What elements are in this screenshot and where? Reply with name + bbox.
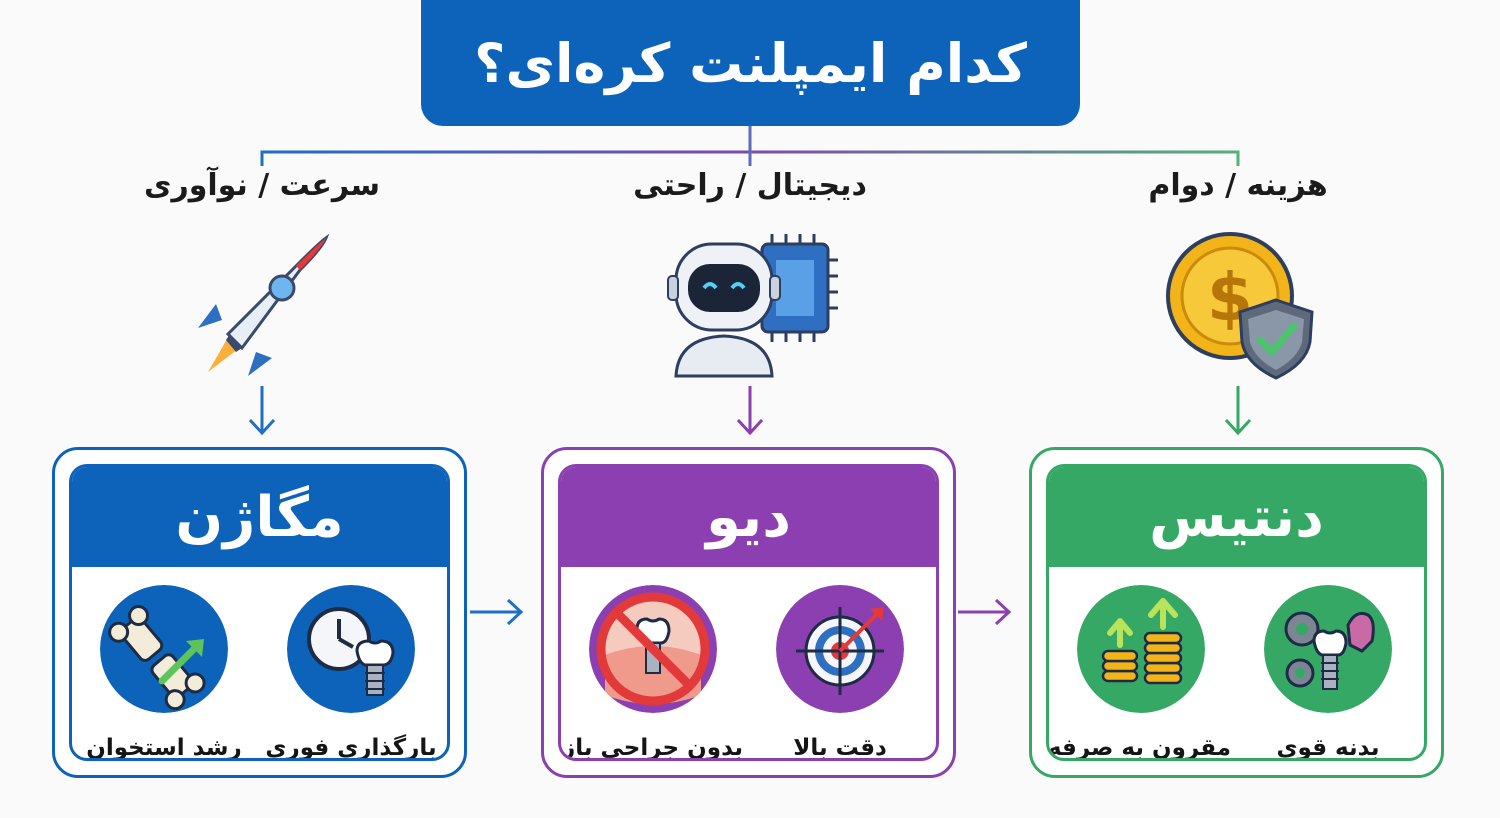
robot-chip-icon (667, 234, 838, 378)
feature-label: دقت بالا (793, 735, 887, 761)
side-arrow-2 (958, 598, 1012, 626)
feature-cost-effective: مقرون به صرفه (1047, 585, 1231, 761)
no-surgery-icon (589, 585, 717, 713)
down-arrow-dentis (1224, 386, 1252, 436)
down-arrow-dio (736, 386, 764, 436)
side-arrow-1 (470, 598, 524, 626)
feature-label: رشد استخوان (86, 735, 242, 761)
feature-immediate-loading: بارگذاری فوری (261, 585, 441, 761)
brand-card-megagen: مگاژن بارگذاری فوری (52, 447, 467, 778)
page-title: کدام ایمپلنت کره‌ای؟ (421, 0, 1080, 126)
feature-label: بارگذاری فوری (265, 735, 437, 761)
category-label-cost: هزینه / دوام (1148, 168, 1328, 203)
rocket-icon (198, 233, 330, 376)
feature-high-precision: دقت بالا (750, 585, 930, 761)
feature-label: بدون جراحی باز (562, 735, 743, 761)
feature-bone-growth: رشد استخوان (74, 585, 254, 761)
brand-title: مگاژن (72, 467, 447, 567)
category-label-speed: سرعت / نوآوری (143, 168, 381, 203)
brand-title: دنتیس (1049, 467, 1424, 567)
category-label-digital: دیجیتال / راحتی (633, 168, 867, 203)
coin-shield-icon: $ (1166, 232, 1314, 380)
feature-label: بدنه قوی (1276, 735, 1380, 761)
brand-card-dentis: دنتیس بدن (1029, 447, 1444, 778)
feature-label: مقرون به صرفه (1047, 735, 1231, 761)
feature-no-open-surgery: بدون جراحی باز (562, 585, 743, 761)
bone-growth-icon (100, 585, 228, 713)
brand-card-dio: دیو دقت بالا (541, 447, 956, 778)
down-arrow-magazhen (248, 386, 276, 436)
strong-implant-icon (1264, 585, 1392, 713)
brand-title: دیو (561, 467, 936, 567)
coins-growth-icon (1077, 585, 1205, 713)
target-icon (776, 585, 904, 713)
clock-implant-icon (287, 585, 415, 713)
feature-strong-body: بدنه قوی (1238, 585, 1418, 761)
